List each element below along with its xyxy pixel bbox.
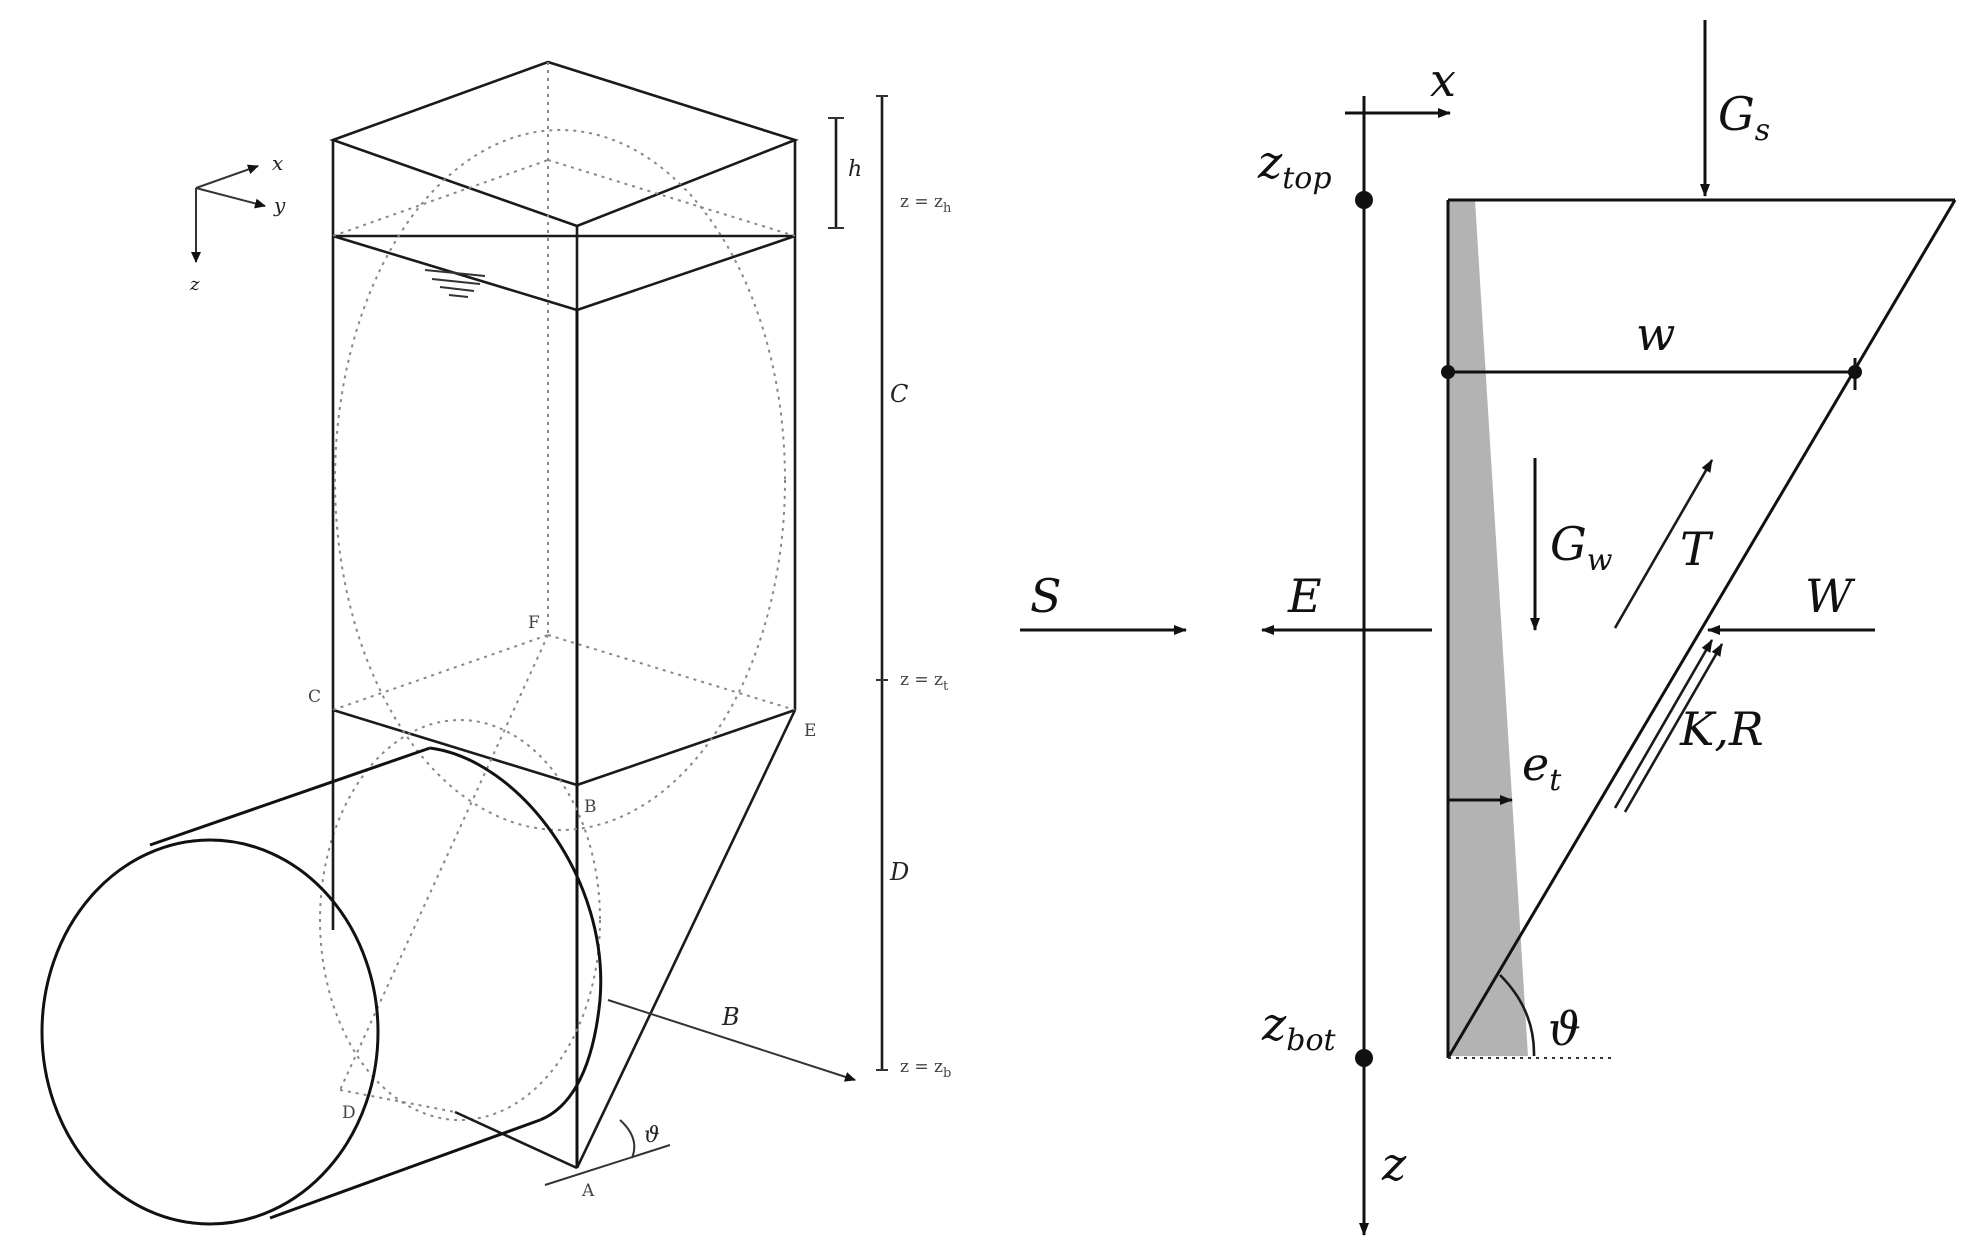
point-B-label: B: [584, 797, 597, 817]
sliding-wedge-cylinder: B ϑ: [40, 709, 856, 1226]
W-label: W: [1805, 569, 1856, 623]
dimension-B-label: B: [721, 1003, 740, 1031]
point-D-label: D: [342, 1103, 356, 1123]
prism: [319, 60, 799, 1168]
point-C-label: C: [308, 687, 321, 707]
point-E-label: E: [804, 721, 816, 741]
angle-theta-left: ϑ: [644, 1123, 660, 1148]
point-F-label: F: [528, 613, 540, 633]
left-3d-figure: x y z: [40, 60, 952, 1226]
z-top-dot: [1355, 191, 1373, 209]
Gw-label: Gw: [1550, 517, 1613, 578]
KR-label: K,R: [1679, 702, 1764, 756]
z-bot-dot: [1355, 1049, 1373, 1067]
level-zt-label: z = zt: [900, 670, 949, 694]
axis-y-label: y: [273, 193, 286, 217]
level-zb-label: z = zb: [900, 1057, 951, 1081]
w-label: w: [1636, 307, 1675, 361]
angle-theta-right: ϑ: [1548, 1002, 1581, 1056]
water-level-symbol: [424, 269, 486, 298]
axis-x-label: x: [272, 151, 283, 175]
dimension-D-label: D: [889, 858, 909, 886]
pressure-distribution: [1448, 200, 1528, 1056]
x-axis-label: x: [1430, 53, 1456, 107]
z-top-label: ztop: [1257, 135, 1332, 196]
z-bot-label: zbot: [1261, 997, 1337, 1058]
axes-triad: x y z: [189, 151, 286, 295]
E-label: E: [1287, 569, 1322, 623]
vertical-dimension-line: h C D z = zh z = zt z = zb: [828, 95, 952, 1081]
right-force-diagram: x z ztop zbot ϑ Gs w Gw T S E: [1020, 20, 1957, 1236]
level-zh-label: z = zh: [900, 192, 952, 216]
et-label: et: [1522, 737, 1562, 798]
Gs-label: Gs: [1718, 87, 1770, 148]
T-label: T: [1680, 522, 1714, 576]
dimension-h-label: h: [848, 157, 862, 182]
dimension-C-label: C: [890, 380, 908, 408]
z-axis-label: z: [1381, 1137, 1407, 1191]
axis-z-label: z: [189, 274, 200, 295]
S-label: S: [1030, 569, 1062, 623]
point-A-label: A: [581, 1181, 595, 1201]
